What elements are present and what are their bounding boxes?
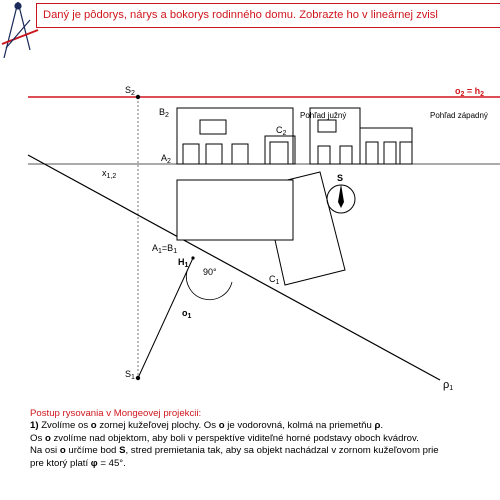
axis-o1 (137, 257, 194, 379)
front-view-house (176, 107, 296, 165)
procedure-line-4: pre ktorý platí φ = 45°. (30, 457, 126, 469)
label-s1: S1 (125, 369, 135, 381)
procedure-line-3: Na osi o určíme bod S, stred premietania… (30, 445, 439, 457)
procedure-line-1: 1) Zvolíme os o zornej kužeľovej plochy.… (30, 420, 384, 432)
label-rho1: ρ1 (443, 379, 453, 392)
procedure-line-2: Os o zvolíme nad objektom, aby boli v pe… (30, 432, 419, 444)
side-view-house (309, 107, 413, 165)
page-title: Daný je pôdorys, nárys a bokorys rodinné… (43, 9, 438, 21)
label-a1-b1: A1=B1 (152, 243, 177, 255)
label-s2: S2 (125, 85, 135, 97)
ground-plan-house (176, 171, 346, 286)
picture-plane-trace (27, 154, 441, 381)
label-west-view: Pohľad západný (430, 111, 488, 120)
label-a2: A2 (161, 153, 171, 165)
label-c1: C1 (269, 274, 280, 286)
label-b2: B2 (159, 107, 169, 119)
label-h1: H1 (178, 257, 189, 269)
right-angle-arc (186, 270, 233, 301)
procedure-text: Postup rysovania v Mongeovej projekcii: … (30, 408, 500, 470)
label-south-view: Pohľad južný (300, 111, 346, 120)
drafting-compass-icon (1, 1, 39, 59)
point-s2 (135, 94, 141, 100)
label-x12: x1,2 (102, 168, 116, 180)
label-o2-h2: o2 = h2 (455, 86, 484, 98)
north-compass-icon (326, 184, 356, 214)
title-box: Daný je pôdorys, nárys a bokorys rodinné… (36, 3, 500, 28)
label-90-deg: 90° (203, 267, 217, 277)
label-o1: o1 (182, 308, 192, 320)
point-s1 (135, 375, 141, 381)
procedure-title: Postup rysovania v Mongeovej projekcii: (30, 408, 202, 419)
label-compass-s: S (337, 173, 343, 183)
label-c2: C2 (276, 125, 287, 137)
point-h1 (191, 256, 195, 260)
